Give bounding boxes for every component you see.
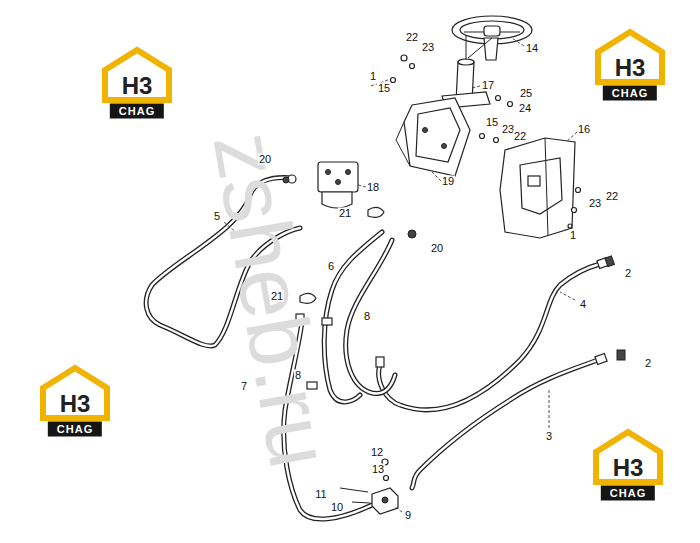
steering-unit bbox=[318, 162, 358, 208]
callout-number: 14 bbox=[525, 43, 539, 54]
callout-number: 18 bbox=[366, 182, 380, 193]
logo-bar-text: CHAG bbox=[110, 104, 164, 119]
callout-number: 13 bbox=[371, 464, 385, 475]
callout-number: 3 bbox=[545, 431, 553, 442]
callout-number: 6 bbox=[327, 261, 335, 272]
callout-number: 10 bbox=[330, 502, 344, 513]
callout-number: 23 bbox=[588, 198, 602, 209]
callout-number: 15 bbox=[377, 83, 391, 94]
logo-mark bbox=[43, 32, 662, 482]
callout-number: 8 bbox=[363, 311, 371, 322]
logo-bar-text: CHAG bbox=[603, 86, 657, 101]
callout-number: 4 bbox=[579, 299, 587, 310]
logo-text: H3 bbox=[613, 456, 644, 480]
callout-number: 23 bbox=[421, 42, 435, 53]
callout-number: 8 bbox=[294, 370, 302, 381]
callout-number: 2 bbox=[644, 358, 652, 369]
callout-number: 22 bbox=[405, 32, 419, 43]
logo-bar-text: CHAG bbox=[48, 422, 102, 437]
hose-fitting bbox=[283, 175, 625, 389]
callout-number: 17 bbox=[481, 80, 495, 91]
logo-text: H3 bbox=[122, 74, 153, 98]
callout-number: 1 bbox=[569, 230, 577, 241]
callout-number: 22 bbox=[605, 191, 619, 202]
callout-number: 5 bbox=[213, 211, 221, 222]
callout-number: 25 bbox=[519, 88, 533, 99]
callout-number: 16 bbox=[577, 124, 591, 135]
callout-number: 11 bbox=[314, 489, 327, 500]
column-cover bbox=[500, 138, 575, 238]
callout-number: 20 bbox=[430, 243, 444, 254]
callout-number: 22 bbox=[513, 131, 527, 142]
callout-number: 21 bbox=[338, 208, 352, 219]
hose-block bbox=[340, 459, 398, 514]
bolt bbox=[391, 55, 581, 228]
logo-bar-text: CHAG bbox=[601, 486, 655, 501]
callout-number: 7 bbox=[240, 381, 248, 392]
callout-number: 19 bbox=[441, 176, 455, 187]
callout-number: 15 bbox=[485, 117, 499, 128]
callout-number: 2 bbox=[624, 268, 632, 279]
logo-text: H3 bbox=[60, 392, 91, 416]
logo-text: H3 bbox=[615, 56, 646, 80]
callout-number: 21 bbox=[270, 291, 284, 302]
callout-number: 12 bbox=[370, 447, 384, 458]
callout-number: 9 bbox=[404, 510, 412, 521]
callout-number: 20 bbox=[258, 154, 272, 165]
callout-number: 24 bbox=[518, 103, 532, 114]
column-bracket bbox=[396, 98, 470, 176]
callout-number: 1 bbox=[369, 71, 377, 82]
